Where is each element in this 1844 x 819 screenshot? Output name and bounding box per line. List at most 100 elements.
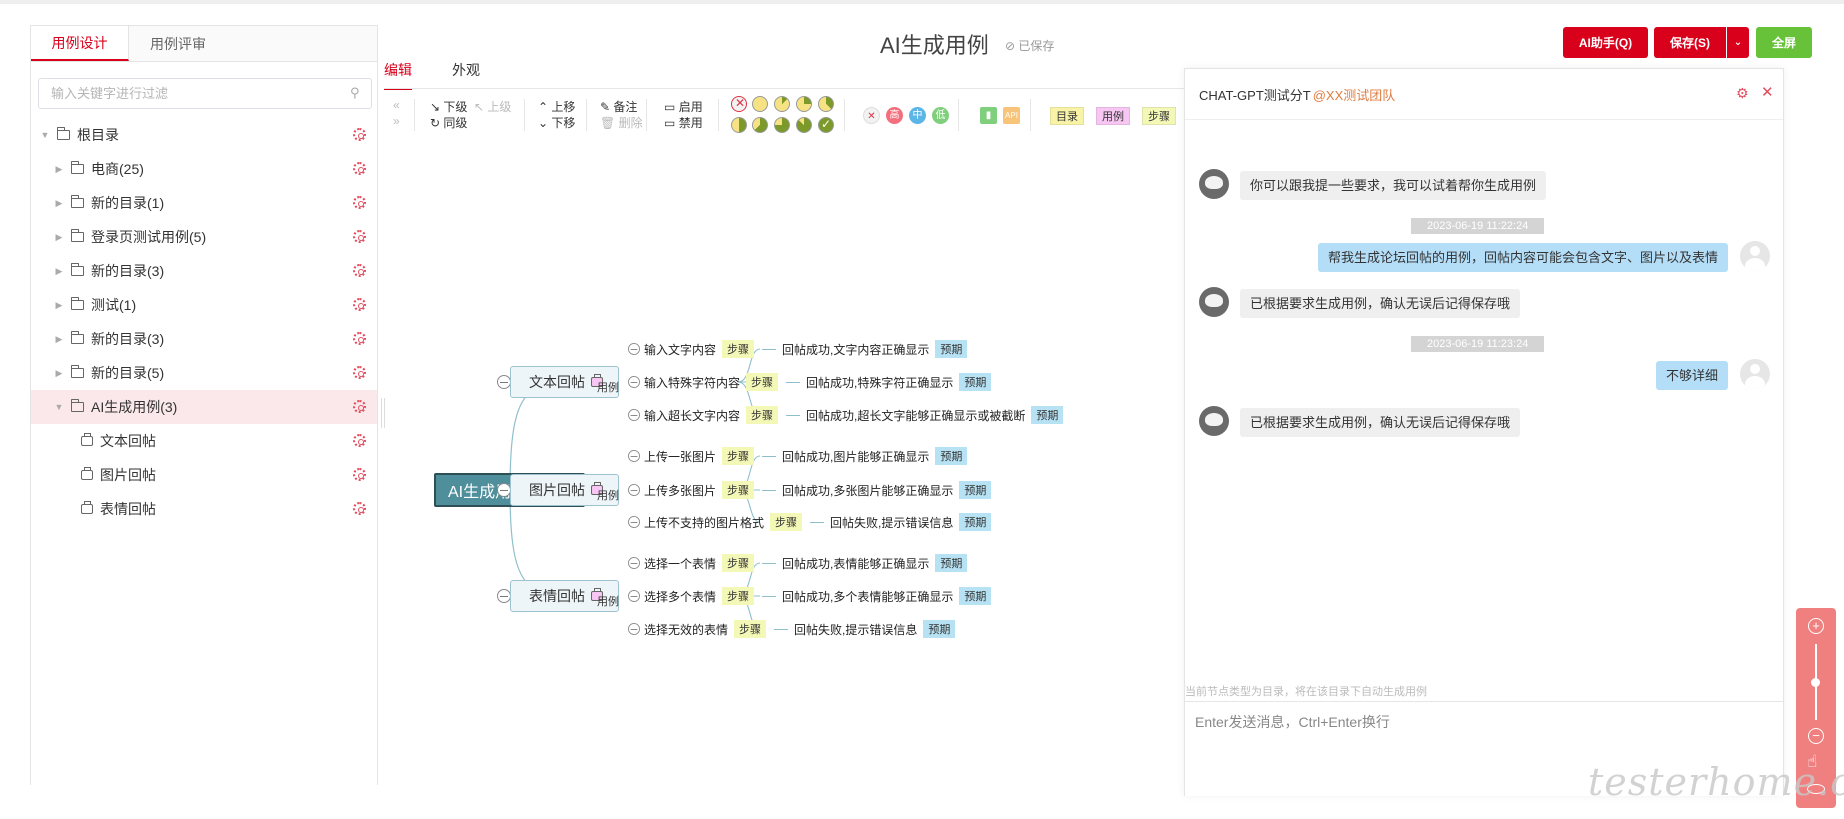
ai-assistant-button[interactable]: AI助手(Q) (1563, 27, 1648, 58)
up-level-button[interactable]: ↖ 上级 (474, 98, 511, 115)
tree-row[interactable]: ▶新的目录(3) (31, 254, 377, 288)
tree-row[interactable]: ▶新的目录(5) (31, 356, 377, 390)
zoom-out-icon[interactable]: − (1808, 728, 1824, 744)
tree-row[interactable]: ▶测试(1) (31, 288, 377, 322)
delete-button[interactable]: 🗑 删除 (600, 114, 643, 131)
api-button[interactable]: API (1003, 107, 1020, 124)
step-node[interactable]: 选择一个表情步骤回帖成功,表情能够正确显示预期 (644, 554, 968, 572)
enable-button[interactable]: ▭ 启用 (664, 98, 703, 115)
settings-gear-icon[interactable] (353, 128, 366, 141)
collapse-toggle-icon[interactable] (628, 557, 640, 569)
collapse-toggle-icon[interactable] (628, 409, 640, 421)
expand-right-icon[interactable]: » (393, 114, 400, 128)
settings-gear-icon[interactable] (353, 196, 366, 209)
case-node[interactable]: 文本回帖用例 (510, 366, 619, 398)
step-node[interactable]: 上传不支持的图片格式步骤回帖失败,提示错误信息预期 (644, 513, 992, 531)
tree-row[interactable]: ▼AI生成用例(3) (31, 390, 377, 424)
step-node[interactable]: 选择多个表情步骤回帖成功,多个表情能够正确显示预期 (644, 587, 992, 605)
panel-resize-handle[interactable] (381, 398, 385, 428)
collapse-toggle-icon[interactable] (628, 623, 640, 635)
zoom-slider-handle[interactable] (1811, 678, 1820, 687)
collapse-toggle-icon[interactable] (628, 343, 640, 355)
progress-7-icon[interactable] (796, 117, 812, 133)
close-icon[interactable]: ✕ (1761, 84, 1774, 101)
progress-6-icon[interactable] (774, 117, 790, 133)
settings-gear-icon[interactable] (353, 298, 366, 311)
caret-down-icon[interactable]: ▼ (40, 130, 50, 140)
priority-medium-button[interactable]: 中 (909, 107, 926, 124)
collapse-toggle-icon[interactable] (628, 450, 640, 462)
settings-gear-icon[interactable] (353, 502, 366, 515)
settings-gear-icon[interactable] (353, 264, 366, 277)
search-icon[interactable]: ⚲ (350, 85, 360, 100)
progress-clear-icon[interactable]: ✕ (731, 96, 747, 112)
chat-input[interactable] (1185, 701, 1783, 796)
case-node[interactable]: 图片回帖用例 (510, 474, 619, 506)
settings-gear-icon[interactable] (353, 230, 366, 243)
caret-right-icon[interactable]: ▶ (55, 333, 63, 344)
progress-0-icon[interactable] (752, 96, 768, 112)
zoom-in-icon[interactable]: + (1808, 618, 1824, 634)
step-node[interactable]: 输入文字内容步骤回帖成功,文字内容正确显示预期 (644, 340, 968, 358)
move-down-button[interactable]: ⌄ 下移 (538, 114, 575, 131)
hand-drag-icon[interactable]: ☝ (1807, 752, 1818, 771)
tree-row[interactable]: 图片回帖 (31, 458, 377, 492)
down-level-button[interactable]: ↘ 下级 (430, 98, 467, 115)
tab-appearance[interactable]: 外观 (452, 62, 480, 78)
save-dropdown-chevron-icon[interactable]: ⌄ (1727, 27, 1749, 58)
collapse-toggle-icon[interactable] (628, 376, 640, 388)
tree-row[interactable]: ▶新的目录(1) (31, 186, 377, 220)
caret-right-icon[interactable]: ▶ (55, 163, 63, 174)
tab-edit[interactable]: 编辑 (384, 60, 412, 90)
tab-case-design[interactable]: 用例设计 (31, 26, 129, 61)
settings-gear-icon[interactable]: ⚙ (1736, 85, 1749, 101)
caret-right-icon[interactable]: ▶ (55, 197, 63, 208)
settings-gear-icon[interactable] (353, 332, 366, 345)
step-node[interactable]: 上传多张图片步骤回帖成功,多张图片能够正确显示预期 (644, 481, 992, 499)
settings-gear-icon[interactable] (353, 162, 366, 175)
priority-clear-icon[interactable]: ✕ (863, 107, 880, 124)
priority-low-button[interactable]: 低 (932, 107, 949, 124)
caret-right-icon[interactable]: ▶ (55, 367, 63, 378)
step-node[interactable]: 输入超长文字内容步骤回帖成功,超长文字能够正确显示或被截断预期 (644, 406, 1064, 424)
tree-row[interactable]: 表情回帖 (31, 492, 377, 526)
tree-filter-input[interactable] (38, 78, 372, 109)
bookmark-icon[interactable]: ▮ (980, 107, 997, 124)
collapse-toggle-icon[interactable] (628, 516, 640, 528)
settings-gear-icon[interactable] (353, 468, 366, 481)
tree-row[interactable]: 文本回帖 (31, 424, 377, 458)
caret-right-icon[interactable]: ▶ (55, 231, 63, 242)
progress-done-icon[interactable]: ✓ (818, 117, 834, 133)
move-up-button[interactable]: ⌃ 上移 (538, 98, 575, 115)
eye-icon[interactable] (1807, 784, 1825, 794)
caret-down-icon[interactable]: ▼ (54, 402, 64, 412)
tree-row[interactable]: ▶电商(25) (31, 152, 377, 186)
save-button[interactable]: 保存(S) (1654, 27, 1726, 58)
tag-case-button[interactable]: 用例 (1096, 107, 1130, 125)
collapse-toggle-icon[interactable] (497, 483, 511, 497)
collapse-toggle-icon[interactable] (628, 590, 640, 602)
collapse-toggle-icon[interactable] (497, 375, 511, 389)
step-node[interactable]: 输入特殊字符内容步骤回帖成功,特殊字符正确显示预期 (644, 373, 992, 391)
caret-right-icon[interactable]: ▶ (55, 265, 63, 276)
progress-1-icon[interactable] (774, 96, 790, 112)
progress-3-icon[interactable] (818, 96, 834, 112)
tree-row[interactable]: ▶登录页测试用例(5) (31, 220, 377, 254)
tag-directory-button[interactable]: 目录 (1050, 107, 1084, 125)
step-node[interactable]: 选择无效的表情步骤回帖失败,提示错误信息预期 (644, 620, 956, 638)
settings-gear-icon[interactable] (353, 400, 366, 413)
tag-step-button[interactable]: 步骤 (1142, 107, 1176, 125)
settings-gear-icon[interactable] (353, 434, 366, 447)
tree-row[interactable]: ▶新的目录(3) (31, 322, 377, 356)
progress-5-icon[interactable] (752, 117, 768, 133)
step-node[interactable]: 上传一张图片步骤回帖成功,图片能够正确显示预期 (644, 447, 968, 465)
caret-right-icon[interactable]: ▶ (55, 299, 63, 310)
disable-button[interactable]: ▭ 禁用 (664, 114, 703, 131)
tab-case-review[interactable]: 用例评审 (150, 35, 206, 52)
collapse-left-icon[interactable]: « (393, 98, 400, 112)
fullscreen-button[interactable]: 全屏 (1756, 27, 1812, 58)
same-level-button[interactable]: ↻ 同级 (430, 114, 467, 131)
settings-gear-icon[interactable] (353, 366, 366, 379)
collapse-toggle-icon[interactable] (628, 484, 640, 496)
progress-4-icon[interactable] (731, 117, 747, 133)
